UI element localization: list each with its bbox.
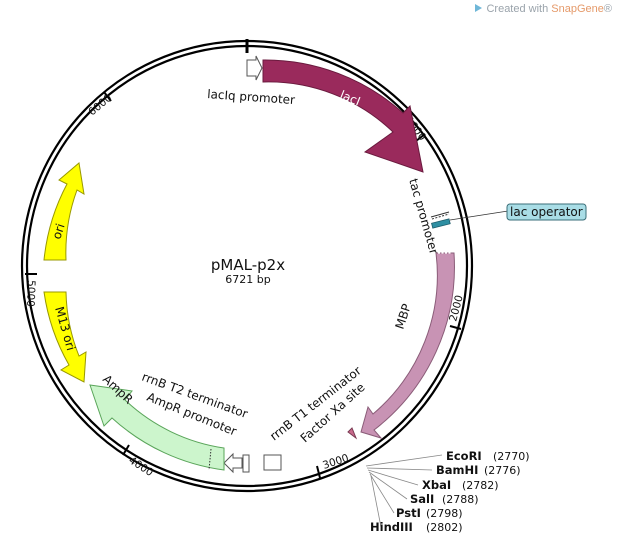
feature-rrnb-t1-terminator[interactable]: rrnB T1 terminator: [263, 364, 364, 471]
restriction-site-sali[interactable]: SalI (2788): [410, 492, 479, 506]
site-name-bamhi: BamHI: [436, 463, 478, 477]
site-pos-ecori: (2770): [493, 450, 530, 463]
lac-operator-callout: [506, 203, 587, 221]
watermark-reg: ®: [603, 3, 612, 15]
restriction-site-bamhi[interactable]: BamHI (2776): [436, 463, 521, 477]
site-name-psti: PstI: [396, 506, 421, 520]
site-name-ecori: EcoRI: [446, 449, 482, 463]
site-name-hindiii: HindIII: [370, 520, 413, 534]
feature-ori[interactable]: ori: [43, 162, 85, 261]
feature-laciq-promoter[interactable]: lacIq promoter: [207, 55, 296, 107]
backbone: [20, 39, 474, 493]
site-pos-xbai: (2782): [462, 479, 499, 492]
label-laciq-promoter: lacIq promoter: [207, 87, 296, 107]
label-lac-operator: lac operator: [510, 205, 583, 219]
restriction-site-ecori[interactable]: EcoRI (2770): [446, 449, 530, 463]
plasmid-name: pMAL-p2x: [211, 256, 285, 274]
watermark-prefix: Created with: [486, 3, 552, 15]
feature-m13-ori[interactable]: M13 ori: [43, 291, 87, 383]
watermark-brand: SnapGene: [551, 3, 604, 15]
restriction-site-xbai[interactable]: XbaI (2782): [422, 478, 499, 492]
restriction-site-leaders: [365, 454, 443, 528]
site-pos-bamhi: (2776): [484, 464, 521, 477]
site-name-xbai: XbaI: [422, 478, 451, 492]
tick-5000: 5000: [24, 273, 37, 307]
restriction-site-psti[interactable]: PstI (2798): [396, 506, 463, 520]
site-name-sali: SalI: [410, 492, 434, 506]
snapgene-logo-icon: [475, 4, 483, 12]
feature-lac-operator[interactable]: lac operator: [431, 203, 587, 229]
feature-mbp[interactable]: MBP: [360, 252, 455, 439]
label-ori: ori: [50, 222, 68, 241]
plasmid-size: 6721 bp: [225, 273, 270, 286]
site-pos-sali: (2788): [442, 493, 479, 506]
tick-label-5000: 5000: [24, 280, 37, 307]
feature-laci[interactable]: lacI: [262, 59, 424, 173]
snapgene-watermark: Created with SnapGene®: [474, 3, 612, 15]
feature-tac-promoter[interactable]: tac promoter: [406, 177, 450, 256]
restriction-site-hindiii[interactable]: HindIII (2802): [370, 520, 463, 534]
site-pos-hindiii: (2802): [426, 521, 463, 534]
label-mbp: MBP: [393, 302, 414, 331]
site-pos-psti: (2798): [426, 507, 463, 520]
label-tac-promoter: tac promoter: [406, 177, 441, 256]
